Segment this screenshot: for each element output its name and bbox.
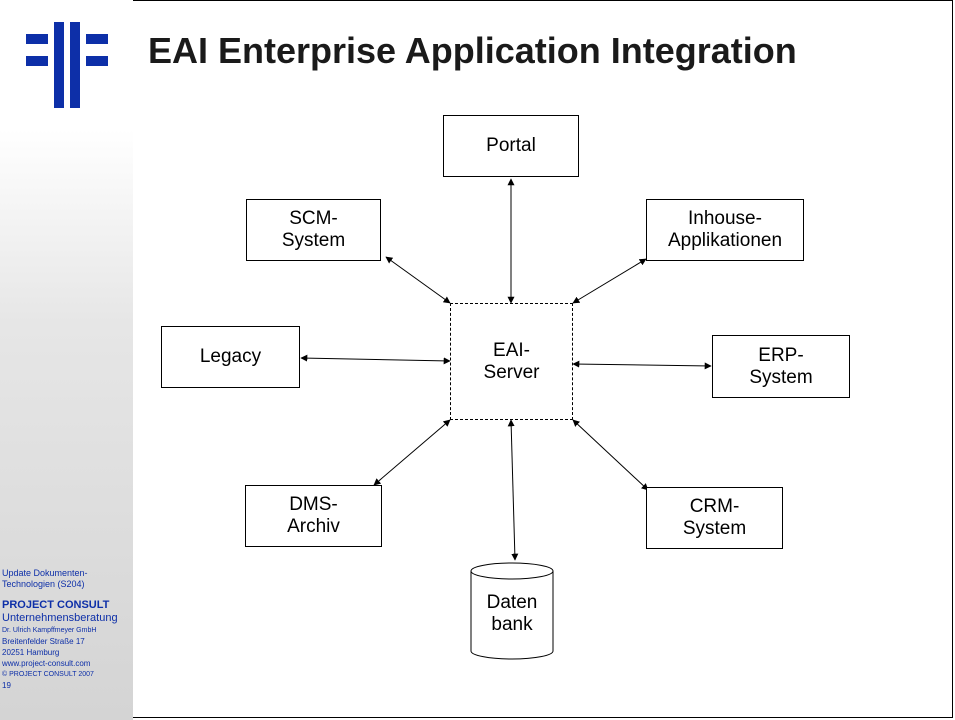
node-database-label-1: Daten	[486, 592, 538, 613]
company-city: 20251 Hamburg	[2, 648, 60, 657]
company-street: Breitenfelder Straße 17	[2, 637, 85, 646]
page-number: 19	[2, 681, 11, 690]
copyright: © PROJECT CONSULT 2007	[2, 671, 94, 678]
node-dms-label-2: Archiv	[287, 516, 340, 537]
edge-inhouse-server	[572, 258, 647, 304]
company-person: Dr. Ulrich Kampffmeyer GmbH	[2, 627, 97, 634]
node-database: Daten bank	[470, 592, 554, 636]
database-cylinder-icon	[470, 562, 554, 660]
node-inhouse-applikationen: Inhouse- Applikationen	[646, 199, 804, 261]
left-sidebar-band	[0, 0, 133, 720]
node-inhouse-label-1: Inhouse-	[688, 208, 762, 229]
edge-erp-server	[572, 360, 712, 370]
node-dms-archiv: DMS- Archiv	[245, 485, 382, 547]
company-website: www.project-consult.com	[2, 659, 91, 668]
edge-legacy-server	[300, 354, 451, 365]
edge-scm-server	[385, 256, 451, 304]
node-database-label-2: bank	[491, 614, 533, 635]
node-crm-label-1: CRM-	[689, 496, 740, 517]
company-subtitle: Unternehmensberatung	[2, 612, 118, 624]
node-crm-label-2: System	[682, 518, 747, 539]
edge-dms-server	[373, 419, 451, 486]
edge-crm-server	[572, 419, 649, 491]
node-server-label-2: Server	[483, 361, 540, 383]
node-scm-system: SCM- System	[246, 199, 381, 261]
edge-database-server	[507, 419, 519, 561]
node-erp-system: ERP- System	[712, 335, 850, 398]
node-portal: Portal	[443, 115, 579, 177]
company-name: PROJECT CONSULT	[2, 599, 110, 611]
node-server-label-1: EAI-	[493, 339, 530, 361]
node-dms-label-1: DMS-	[289, 494, 338, 515]
node-portal-label: Portal	[486, 135, 536, 156]
document-reference: Update Dokumenten- Technologien (S204)	[2, 568, 88, 589]
node-crm-system: CRM- System	[646, 487, 783, 549]
node-erp-label-2: System	[749, 366, 813, 388]
node-inhouse-label-2: Applikationen	[667, 230, 783, 251]
node-scm-label-2: System	[281, 230, 346, 251]
node-scm-label-1: SCM-	[289, 208, 338, 229]
slide-title: EAI Enterprise Application Integration	[148, 30, 797, 71]
node-erp-label-1: ERP-	[758, 344, 804, 366]
node-legacy-label: Legacy	[199, 346, 262, 367]
logo	[26, 22, 108, 108]
node-legacy: Legacy	[161, 326, 300, 388]
footer-info: Update Dokumenten- Technologien (S204) P…	[2, 568, 132, 691]
node-eai-server: EAI- Server	[450, 303, 573, 420]
